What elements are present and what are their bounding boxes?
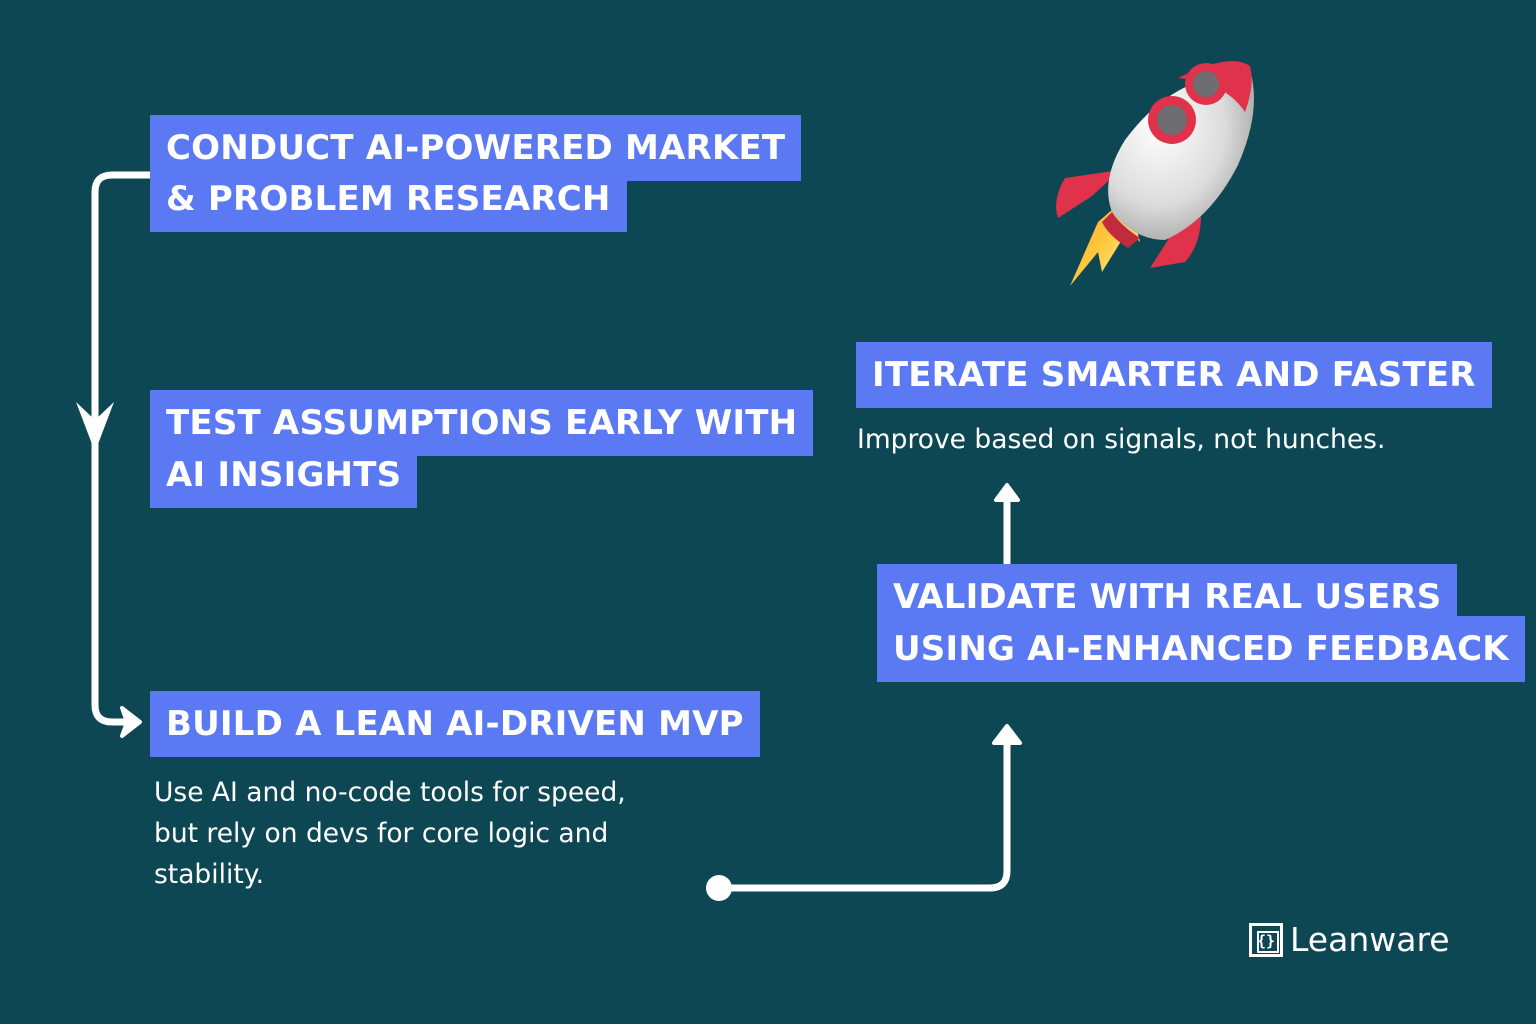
brand-logo: {} Leanware [1249,920,1450,960]
leanware-logo-icon: {} [1249,923,1283,957]
arrow-down-icon [76,402,114,452]
brand-name: Leanware [1290,920,1450,959]
connector-right [706,483,1022,901]
step-validate-title-line2: USING AI-ENHANCED FEEDBACK [877,616,1525,682]
step-build-description-line2: but rely on devs for core logic and [154,818,609,849]
connector-left [76,171,154,738]
step-research-title-line2: & PROBLEM RESEARCH [150,166,627,232]
arrow-up-icon [992,724,1022,745]
step-iterate-description: Improve based on signals, not hunches. [857,424,1386,455]
arrow-up-icon [994,483,1020,502]
rocket-icon [1056,61,1254,286]
step-build-description-line3: stability. [154,859,265,890]
step-iterate-title: ITERATE SMARTER AND FASTER [856,342,1492,408]
step-build-title: BUILD A LEAN AI-DRIVEN MVP [150,691,760,757]
brand-mark-glyph: {} [1256,932,1276,950]
step-build-description-line1: Use AI and no-code tools for speed, [154,777,626,808]
step-test-title-line2: AI INSIGHTS [150,442,418,508]
arrow-right-icon [120,706,142,738]
step-build-description: Use AI and no-code tools for speed, but … [154,772,626,895]
